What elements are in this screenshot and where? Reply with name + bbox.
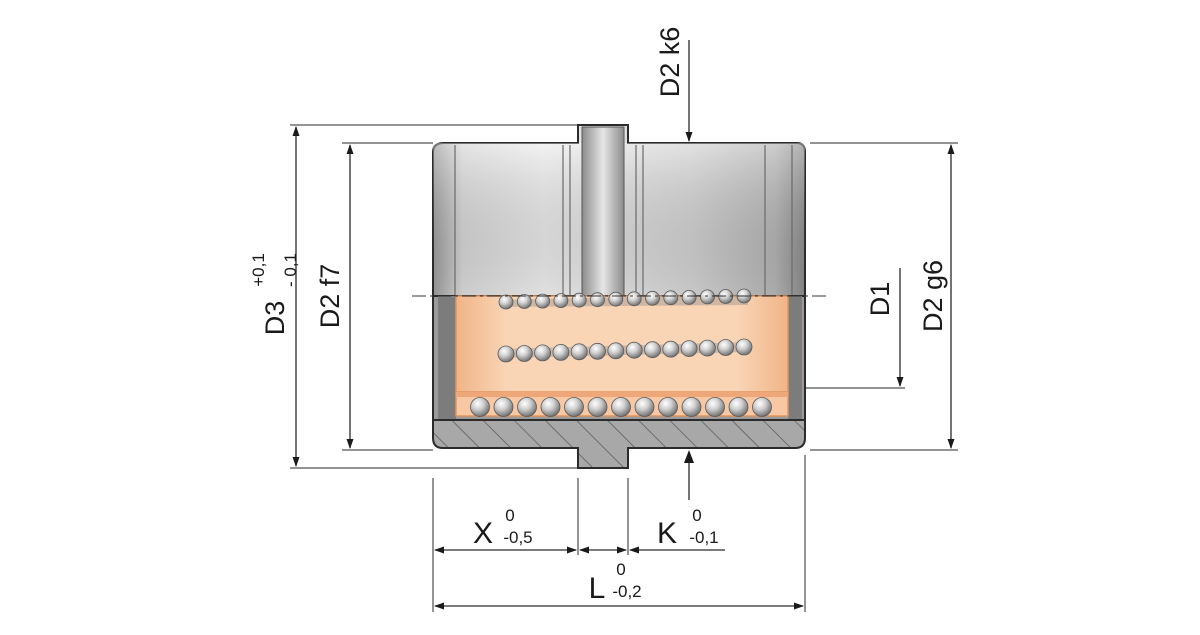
bearing-ball bbox=[700, 289, 715, 305]
bearing-ball bbox=[570, 343, 588, 361]
l-label: L bbox=[589, 572, 606, 605]
sleeve-collar bbox=[581, 126, 625, 297]
ball-row-lower bbox=[470, 397, 772, 417]
bearing-ball bbox=[717, 339, 735, 356]
bearing-ball bbox=[497, 345, 515, 363]
bearing-ball bbox=[681, 397, 702, 417]
bearing-ball bbox=[680, 340, 698, 358]
x-label: X bbox=[473, 517, 493, 550]
bearing-ball bbox=[658, 397, 678, 417]
d3-tolerance-upper: +0,1 bbox=[249, 253, 268, 287]
bearing-ball bbox=[553, 293, 569, 309]
bearing-ball bbox=[552, 343, 570, 361]
bearing-ball bbox=[493, 397, 514, 417]
d3-tolerance-lower: - 0,1 bbox=[281, 253, 300, 287]
bearing-ball bbox=[540, 397, 561, 417]
dimension-d1: D1 bbox=[805, 268, 905, 389]
bearing-ball bbox=[535, 293, 550, 309]
d2-f7-label: D2 f7 bbox=[315, 264, 345, 329]
bearing-ball bbox=[663, 290, 679, 306]
k-tolerance-lower: -0,1 bbox=[689, 528, 718, 547]
dimension-extension-lines bbox=[432, 455, 806, 612]
bearing-ball bbox=[681, 289, 697, 305]
bearing-ball bbox=[590, 292, 605, 308]
bearing-ball bbox=[587, 397, 608, 417]
d3-label: D3 bbox=[260, 301, 290, 336]
dimension-l: L 0 -0,2 bbox=[434, 560, 804, 610]
dimension-d2-k6: D2 k6 bbox=[655, 27, 694, 500]
bearing-ball bbox=[498, 294, 514, 310]
d2-g6-label: D2 g6 bbox=[918, 260, 948, 332]
bearing-ball bbox=[589, 342, 606, 360]
bearing-ball bbox=[516, 294, 532, 309]
bearing-ball bbox=[517, 397, 537, 417]
dimension-k: K 0 -0,1 bbox=[629, 506, 725, 554]
sleeve-groove-lines bbox=[454, 145, 793, 295]
bearing-ball bbox=[645, 290, 660, 306]
ball-row-middle bbox=[497, 338, 753, 363]
bearing-ball bbox=[470, 397, 490, 417]
bearing-ball bbox=[564, 397, 584, 417]
bearing-ball bbox=[699, 339, 716, 357]
dimension-d3: D3 +0,1 - 0,1 bbox=[249, 124, 578, 469]
bearing-ball bbox=[607, 342, 625, 360]
bearing-ball bbox=[626, 291, 642, 307]
bearing-ball bbox=[728, 397, 749, 417]
dimension-d2-f7: D2 f7 bbox=[315, 142, 433, 451]
x-tolerance-upper: 0 bbox=[505, 506, 514, 525]
d1-label: D1 bbox=[865, 282, 895, 317]
k-tolerance-upper: 0 bbox=[692, 506, 701, 525]
bearing-ball bbox=[705, 397, 725, 417]
sleeve-section-hatched bbox=[432, 419, 806, 469]
bearing-ball bbox=[534, 344, 551, 362]
dimension-d2-g6: D2 g6 bbox=[810, 142, 958, 451]
bearing-ball bbox=[735, 338, 753, 356]
l-tolerance-upper: 0 bbox=[616, 560, 625, 579]
bearing-ball bbox=[625, 341, 643, 359]
bearing-ball bbox=[608, 291, 624, 307]
bearing-ball bbox=[515, 345, 533, 362]
dimension-x: X 0 -0,5 bbox=[434, 506, 577, 554]
k-label: K bbox=[657, 517, 677, 550]
bearing-ball bbox=[634, 397, 655, 417]
bearing-ball bbox=[752, 397, 772, 417]
bearing-body bbox=[412, 124, 830, 469]
bearing-ball bbox=[571, 292, 587, 308]
x-tolerance-lower: -0,5 bbox=[503, 528, 532, 547]
bearing-ball bbox=[644, 341, 661, 359]
d2-k6-label: D2 k6 bbox=[655, 27, 685, 98]
l-tolerance-lower: -0,2 bbox=[612, 582, 641, 601]
bearing-ball bbox=[662, 340, 680, 358]
bearing-ball bbox=[611, 397, 631, 417]
